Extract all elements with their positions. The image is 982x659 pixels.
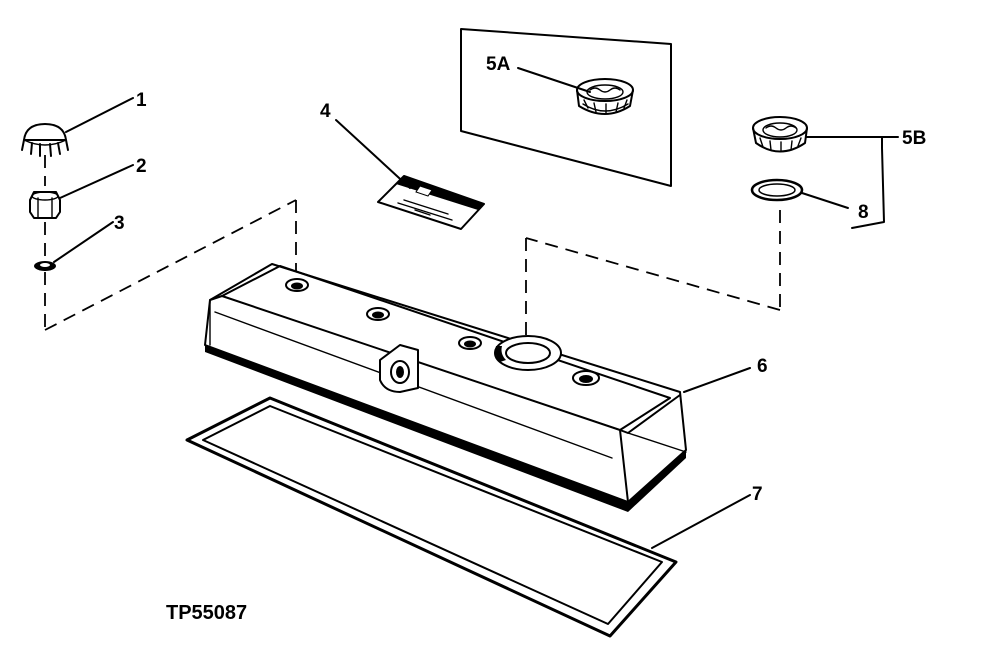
callout-5b: 5B [902,128,926,149]
filler-cap-5b [752,116,808,153]
rocker-cover-6 [204,263,687,512]
callout-3: 3 [114,213,125,234]
inset-box-5a [460,28,672,187]
callout-1: 1 [136,90,147,111]
callout-2: 2 [136,156,147,177]
nut-2 [29,191,61,219]
o-ring-8 [750,178,804,202]
callout-5a: 5A [486,54,511,75]
cap-nut-1 [21,123,69,157]
filler-cap-5a [576,78,634,115]
callout-4: 4 [320,101,331,122]
gasket-7 [185,396,678,638]
decal-4 [377,175,485,230]
callout-labels: 1 2 3 4 5A 5B 6 7 8 [114,54,926,505]
assembly-lines [44,155,781,340]
callout-7: 7 [752,484,763,505]
callout-8: 8 [858,202,869,223]
washer-3 [34,261,56,271]
figure-id: TP55087 [166,602,247,624]
leader-lines [53,67,899,549]
callout-6: 6 [757,356,768,377]
